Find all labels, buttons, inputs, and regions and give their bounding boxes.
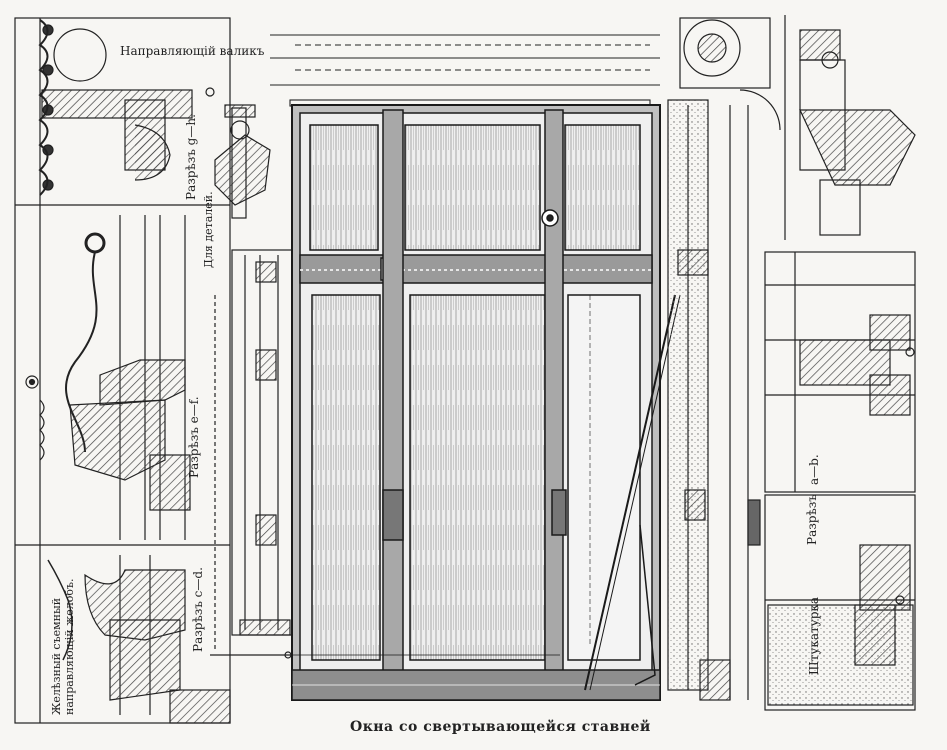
top-header-beam [270, 34, 660, 107]
bracket-detail-drawing [784, 15, 916, 240]
section-gh-label: Разрѣзъ g—h. [184, 114, 198, 200]
right-section-bottom [764, 494, 916, 711]
section-word-label: Разрѣзъ [805, 494, 819, 545]
right-section-ab [764, 251, 916, 493]
section-ab-label: a—b. [807, 454, 821, 485]
section-cd-label: Разрѣзъ c—d. [191, 567, 205, 652]
for-details-label: Для деталей. [202, 191, 215, 268]
main-window-elevation [290, 104, 681, 701]
iron-gutter-label: Желѣзный съемный направляющій желобъ. [50, 578, 76, 715]
plaster-label: Штукатурка [807, 596, 821, 675]
guide-roller-label: Направляющій валикъ [120, 44, 265, 58]
roller-detail-drawing [214, 104, 271, 219]
figure-caption: Окна со свертывающейся ставней [350, 719, 651, 735]
section-ef-label: Разрѣзъ e—f. [187, 396, 201, 478]
left-section-panel [14, 17, 231, 724]
side-section-strip [210, 249, 300, 659]
right-guide-rail [667, 17, 781, 701]
